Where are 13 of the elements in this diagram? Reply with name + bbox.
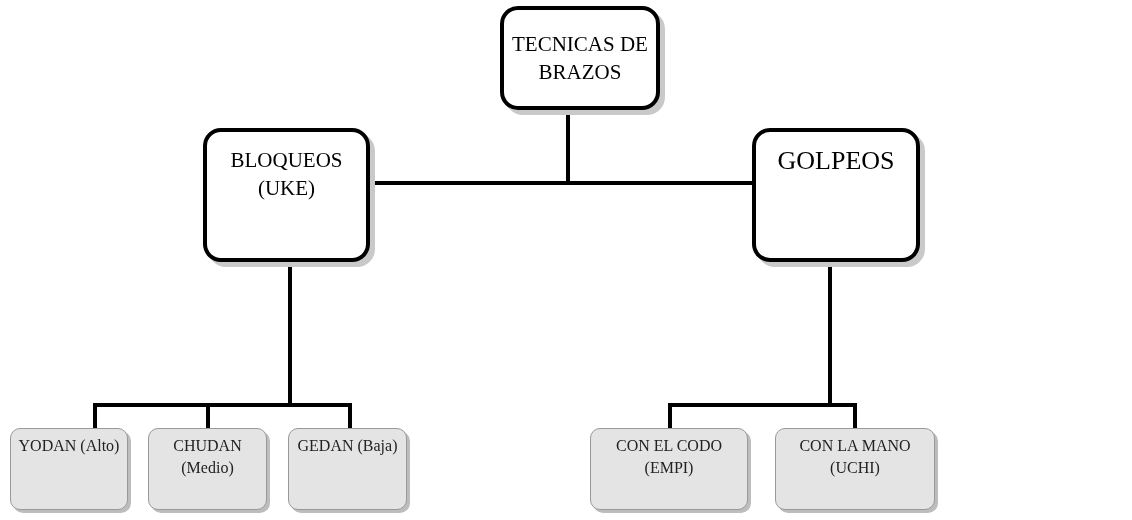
technique-box — [10, 428, 128, 510]
node-label: CON EL CODO (EMPI) — [614, 436, 724, 479]
node-label: GOLPEOS — [777, 146, 895, 176]
node-label: CON LA MANO (UCHI) — [798, 436, 912, 479]
technique-box — [148, 428, 267, 510]
technique-box — [775, 428, 935, 510]
technique-box — [288, 428, 407, 510]
technique-box — [590, 428, 748, 510]
node-label: CHUDAN (Medio) — [172, 436, 243, 479]
node-label: GEDAN (Baja) — [297, 436, 398, 457]
node-label: YODAN (Alto) — [18, 436, 120, 457]
node-label: BLOQUEOS (UKE) — [229, 147, 344, 202]
node-label: TECNICAS DE BRAZOS — [511, 31, 649, 86]
